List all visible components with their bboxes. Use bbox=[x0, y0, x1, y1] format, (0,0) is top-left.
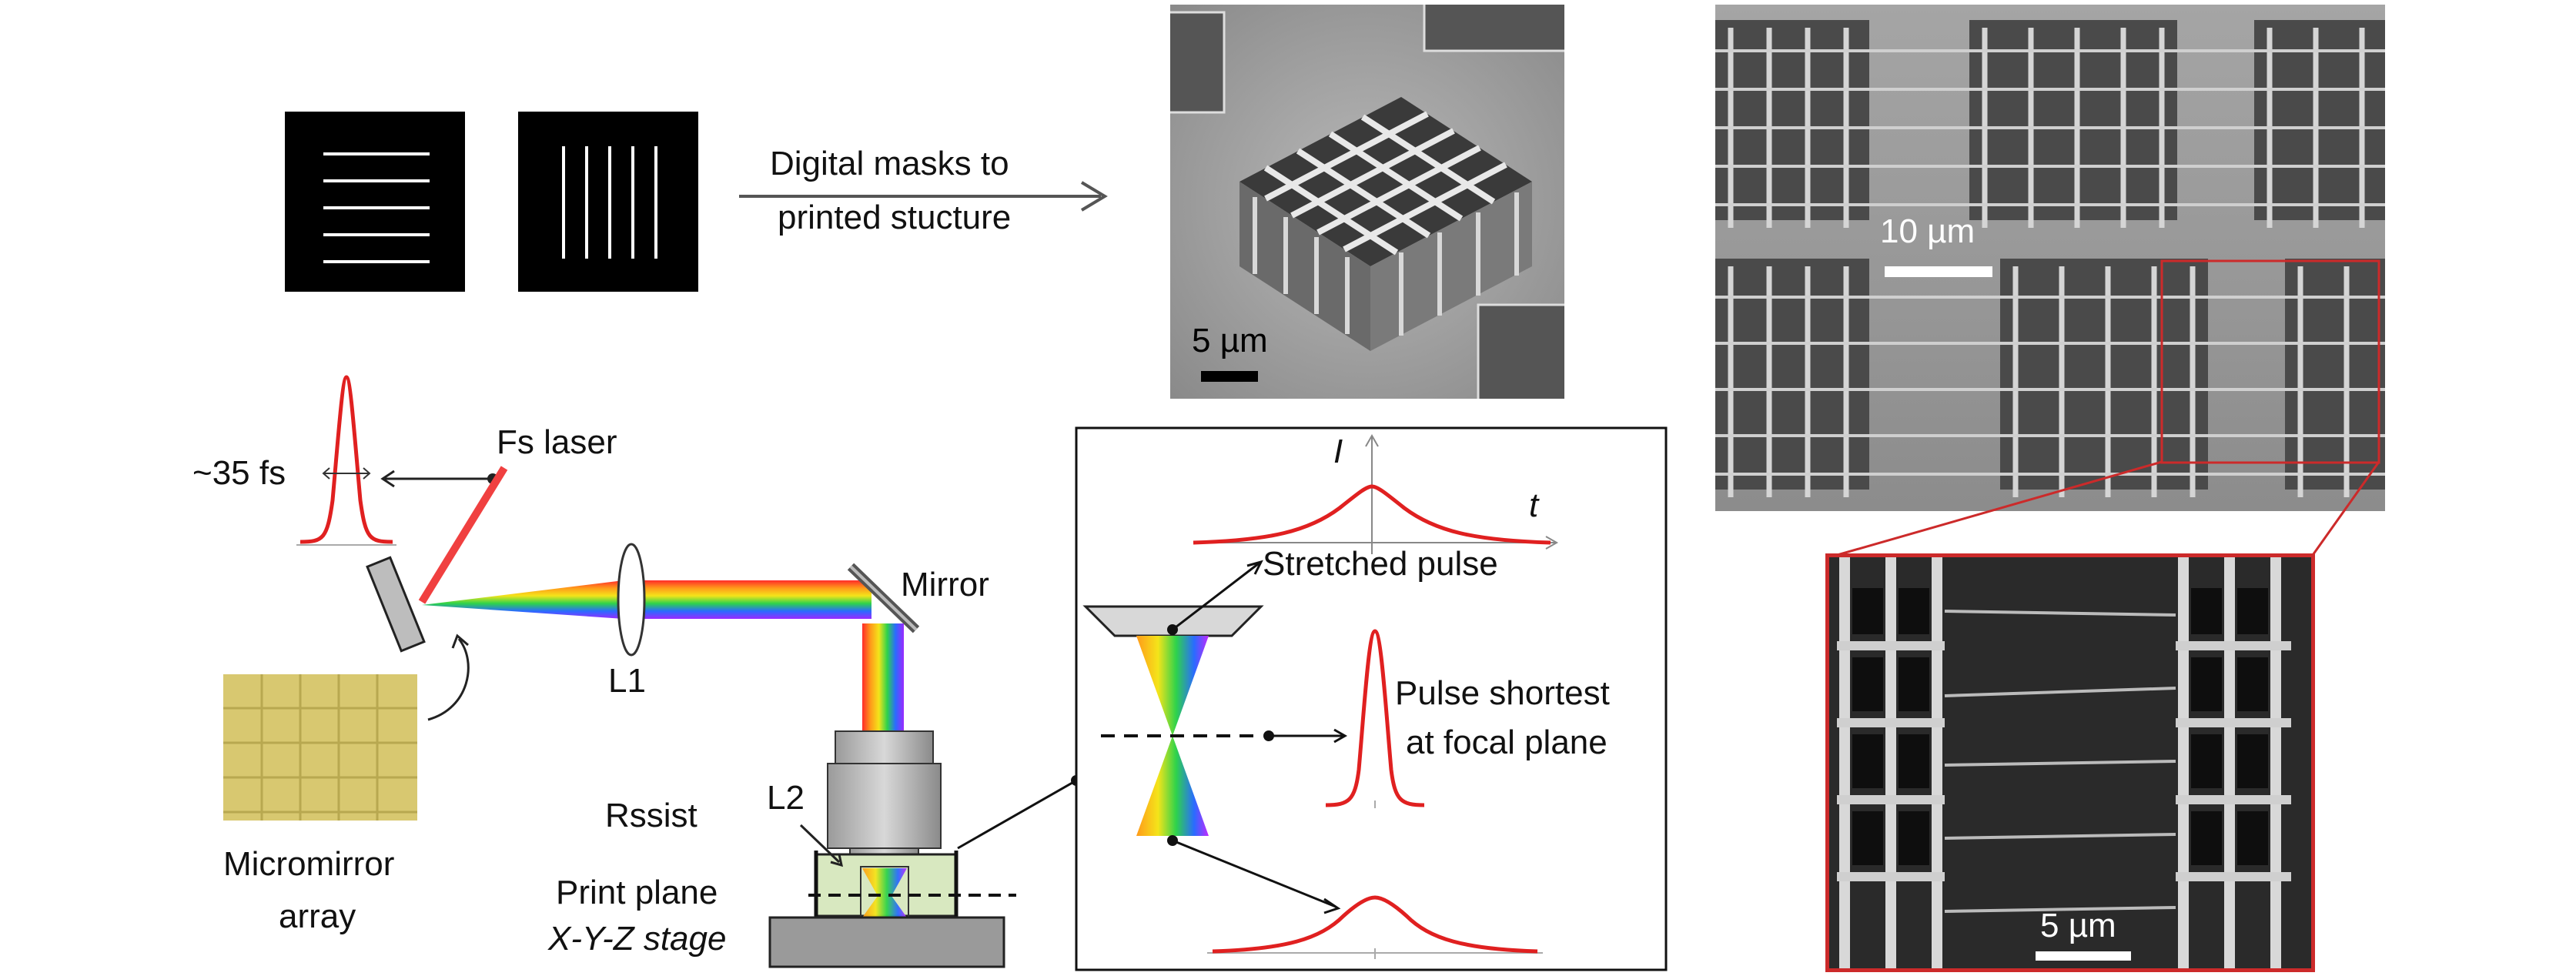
dmd-curved-arrow bbox=[427, 638, 470, 721]
focus-cone bbox=[862, 868, 907, 918]
pulse-shortest-line1: Pulse shortest bbox=[1395, 674, 1610, 712]
lens-l2-label: L2 bbox=[767, 779, 805, 817]
mirror-label: Mirror bbox=[901, 566, 989, 603]
intensity-axis-label: I bbox=[1333, 433, 1343, 470]
pulse-width-label: ~35 fs bbox=[192, 454, 286, 492]
sem-top-scale-bar bbox=[1201, 371, 1258, 382]
sem-right-scale-bar bbox=[1885, 266, 1992, 277]
xyz-stage bbox=[768, 916, 1005, 968]
sem-image-suspended-lines bbox=[1715, 5, 2385, 511]
sem-image-printed-structure bbox=[1170, 5, 1564, 399]
beam-to-mirror bbox=[631, 580, 871, 619]
stretched-pulse-label: Stretched pulse bbox=[1263, 545, 1498, 583]
stretched-pulse-curve bbox=[1193, 484, 1551, 545]
sem-zoom-scale-bar bbox=[2036, 951, 2131, 961]
micromirror-label-line1: Micromirror bbox=[223, 845, 395, 883]
masks-caption-line2: printed stucture bbox=[778, 199, 1012, 236]
pulse-shortest-line2: at focal plane bbox=[1406, 724, 1607, 761]
masks-caption-line1: Digital masks to bbox=[770, 145, 1009, 182]
input-pulse-curve bbox=[299, 375, 393, 544]
zoom-region-box bbox=[2160, 259, 2380, 464]
print-plane-label: Print plane bbox=[556, 874, 718, 911]
beam-to-objective bbox=[862, 623, 904, 731]
fs-laser-label: Fs laser bbox=[497, 423, 617, 461]
shortest-pulse-curve bbox=[1325, 629, 1425, 807]
fs-laser-beam bbox=[418, 466, 508, 604]
sem-zoom-scale-label: 5 µm bbox=[2040, 907, 2116, 944]
stage-label: X-Y-Z stage bbox=[548, 920, 727, 958]
mask-horizontal-pattern bbox=[323, 152, 430, 263]
resist-label: Rssist bbox=[605, 797, 698, 834]
micromirror-label-line2: array bbox=[279, 897, 356, 935]
stretched-pulse-bottom-curve bbox=[1212, 895, 1538, 954]
sem-top-scale-label: 5 µm bbox=[1192, 322, 1268, 359]
hourglass-beam bbox=[1136, 636, 1209, 836]
lens-l1 bbox=[617, 543, 646, 657]
sem-image-zoom bbox=[1829, 557, 2311, 968]
lens-l1-label: L1 bbox=[608, 662, 646, 700]
time-axis-label: t bbox=[1529, 486, 1539, 524]
masks-panel bbox=[285, 112, 1108, 292]
dispersed-beam-fan bbox=[422, 580, 624, 619]
micromirror-array-image bbox=[223, 674, 417, 821]
objective-lens-l2 bbox=[827, 730, 942, 869]
sem-right-scale-label: 10 µm bbox=[1880, 212, 1975, 250]
micromirror-chip bbox=[366, 556, 426, 653]
mask-vertical-pattern bbox=[562, 146, 657, 259]
